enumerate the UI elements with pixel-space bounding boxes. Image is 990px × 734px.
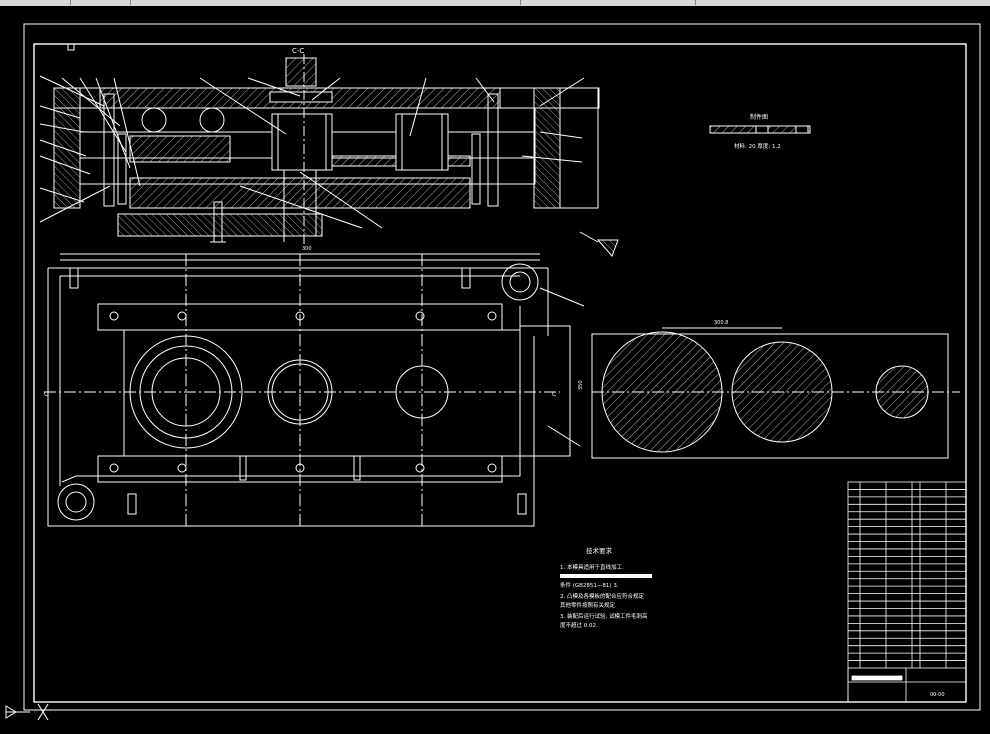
part-detail-view: 制件图 材料: 20 厚度: 1.2 bbox=[709, 113, 811, 150]
outer-sheet-border bbox=[23, 23, 981, 711]
section-label: C-C bbox=[292, 47, 304, 55]
toolbar-segment[interactable] bbox=[520, 0, 696, 5]
inner-sheet-border bbox=[33, 43, 967, 703]
plan-view: 300 C bbox=[44, 246, 585, 527]
ucs-icon bbox=[5, 703, 49, 721]
tech-line: 2. 凸模及各模板的配合应符合规定 bbox=[560, 592, 644, 600]
dim-right: 300.8 bbox=[714, 320, 728, 326]
toolbar-segment[interactable] bbox=[70, 0, 131, 5]
toolbar-segment[interactable] bbox=[695, 0, 990, 5]
detail-label: 制件图 bbox=[750, 113, 768, 121]
technical-requirements: 技术要求 1. 本模具适用于直线加工. 条件 (GB2851—81) 3. 2.… bbox=[560, 546, 652, 629]
application-toolbar-strip bbox=[0, 0, 990, 6]
tech-line: 条件 (GB2851—81) 3. bbox=[560, 581, 619, 589]
corner-marker bbox=[67, 43, 75, 51]
detail-note: 材料: 20 厚度: 1.2 bbox=[734, 142, 781, 150]
cut-mark-left: C bbox=[44, 391, 48, 398]
toolbar-segment[interactable] bbox=[0, 0, 71, 5]
drawing-svg: C-C bbox=[5, 23, 981, 721]
dim-top: 300 bbox=[302, 246, 312, 252]
drawing-number: 00-00 bbox=[930, 692, 945, 698]
tech-line: 其他零件按照有关规定. bbox=[560, 601, 617, 609]
tech-line: 1. 本模具适用于直线加工. bbox=[560, 563, 624, 571]
side-section-view: 300.8 350 bbox=[578, 320, 960, 459]
tech-line: 3. 装配后运行试验, 试模工件毛刺高 bbox=[560, 612, 648, 620]
toolbar-segment[interactable] bbox=[130, 0, 521, 5]
dim-side: 350 bbox=[578, 380, 584, 390]
section-view-cc: C-C bbox=[39, 47, 600, 246]
tech-line: 度不超过 0.02. bbox=[560, 621, 598, 629]
highlight-bar bbox=[560, 574, 652, 578]
cad-drawing-viewport[interactable]: C-C bbox=[0, 6, 990, 730]
cut-mark-right: C bbox=[552, 391, 556, 398]
title-block: 00-00 bbox=[847, 481, 967, 703]
surface-symbol bbox=[579, 231, 619, 257]
tech-title: 技术要求 bbox=[586, 546, 613, 555]
